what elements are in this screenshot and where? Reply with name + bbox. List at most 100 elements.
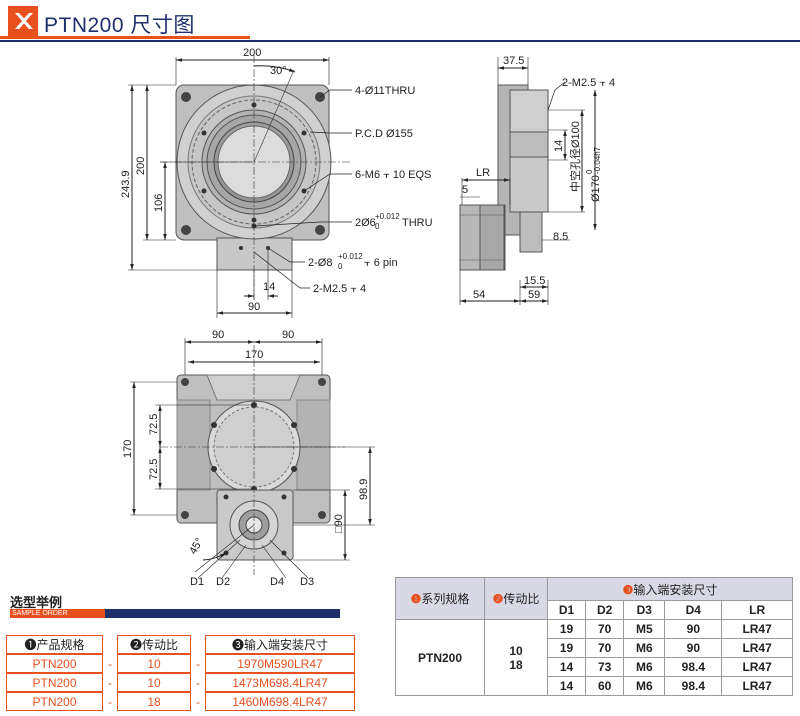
example-cell: 1460M698.4LR47	[205, 692, 355, 711]
dim-d170-tol-upper: 0	[585, 169, 594, 174]
spec-subheader: D4	[664, 600, 723, 620]
example-table: ❶产品规格 ❷传动比 ❸输入端安装尺寸 PTN200 - 10 - 1970M5…	[6, 635, 355, 711]
callout-2-d6-thru: 2Ø6	[355, 217, 376, 229]
dim-14-side: 14	[553, 140, 565, 152]
dim-37-5: 37.5	[503, 55, 524, 67]
dim-90-left: 90	[212, 329, 224, 341]
spec-cell: M6	[623, 638, 666, 658]
spec-subheader: D1	[546, 600, 587, 620]
spec-subheader: D2	[585, 600, 625, 620]
callout-2-d8-suffix: ⫟ 6 pin	[364, 257, 398, 269]
example-separator: -	[196, 675, 200, 690]
example-row: PTN200 - 18 - 1460M698.4LR47	[6, 692, 355, 711]
dim-200-top: 200	[243, 47, 261, 59]
label-lr: LR	[476, 167, 490, 179]
spec-model: PTN200	[395, 619, 485, 696]
dim-14-top: 14	[263, 281, 275, 293]
dim-59: 59	[528, 289, 540, 301]
spec-cell: 90	[664, 638, 723, 658]
dim-sq90: □90	[333, 514, 345, 533]
dim-15-5: 15.5	[524, 275, 545, 287]
example-separator: -	[196, 694, 200, 709]
callout-2-d8-tol-upper: +0.012	[338, 252, 363, 261]
spec-cell: 70	[585, 638, 625, 658]
example-title: 选型举例	[10, 595, 63, 610]
spec-cell: 14	[546, 676, 587, 696]
callout-2-m2-5: 2-M2.5 ⫟ 4	[313, 283, 366, 295]
page-header: PTN200 尺寸图	[0, 0, 800, 44]
brand-logo-icon	[8, 6, 38, 36]
example-header-input: ❸输入端安装尺寸	[205, 635, 355, 654]
callout-pcd-155: P.C.D Ø155	[355, 128, 413, 140]
spec-cell: LR47	[721, 619, 793, 639]
example-cell: 10	[117, 654, 191, 673]
spec-cell: LR47	[721, 638, 793, 658]
label-d1: D1	[190, 576, 204, 588]
spec-subheader: D3	[623, 600, 666, 620]
callout-6-m6: 6-M6 ⫟ 10 EQS	[355, 169, 431, 181]
callout-2-d6-tol-upper: +0.012	[375, 212, 400, 221]
example-row: PTN200 - 10 - 1970M590LR47	[6, 654, 355, 673]
bottom-view	[130, 338, 375, 579]
spec-cell: M6	[623, 676, 666, 696]
example-separator: -	[108, 694, 112, 709]
example-subtitle: SAMPLE ORDER	[10, 609, 105, 618]
spec-table: ❶系列规格 ❷传动比 ❸输入端安装尺寸 D1 D2 D3 D4 LR PTN20…	[395, 577, 793, 696]
dim-170-top: 170	[245, 349, 263, 361]
example-row: PTN200 - 10 - 1473M698.4LR47	[6, 673, 355, 692]
spec-cell: 19	[546, 619, 587, 639]
label-d2: D2	[216, 576, 230, 588]
spec-cell: 73	[585, 657, 625, 677]
spec-cell: 98.4	[664, 676, 723, 696]
dim-106: 106	[153, 194, 165, 212]
example-separator: -	[108, 656, 112, 671]
spec-ratio-a: 10	[509, 643, 523, 658]
spec-cell: 98.4	[664, 657, 723, 677]
spec-cell: 19	[546, 638, 587, 658]
angle-45: 45°	[187, 536, 206, 556]
dim-54: 54	[473, 289, 485, 301]
spec-cell: LR47	[721, 657, 793, 677]
dim-170-left: 170	[122, 440, 134, 458]
title-rule	[0, 40, 800, 42]
spec-cell: M5	[623, 619, 666, 639]
spec-row: 19 70 M6 90 LR47	[396, 638, 793, 658]
example-cell: 10	[117, 673, 191, 692]
dim-98-9: 98.9	[358, 479, 370, 500]
callout-2-d8: 2-Ø8	[308, 257, 332, 269]
spec-cell: M6	[623, 657, 666, 677]
spec-cell: 90	[664, 619, 723, 639]
dim-90-right: 90	[282, 329, 294, 341]
label-d3: D3	[300, 576, 314, 588]
spec-row: 14 60 M6 98.4 LR47	[396, 676, 793, 696]
spec-subheader: LR	[721, 600, 793, 620]
spec-header-row: ❶系列规格 ❷传动比 ❸输入端安装尺寸	[395, 577, 793, 620]
spec-cell: 60	[585, 676, 625, 696]
callout-4-d11-thru: 4-Ø11THRU	[355, 85, 415, 97]
dim-243-9: 243.9	[120, 170, 132, 198]
top-view	[128, 55, 352, 318]
example-header-ratio: ❷传动比	[117, 635, 191, 654]
example-separator: -	[108, 675, 112, 690]
spec-subheader-row: D1 D2 D3 D4 LR	[396, 600, 793, 620]
spec-header-ratio: ❷传动比	[484, 577, 548, 620]
example-cell: PTN200	[6, 692, 103, 711]
example-cell: PTN200	[6, 673, 103, 692]
example-cell: 1970M590LR47	[205, 654, 355, 673]
dim-d170-tol-lower: -0.04h7	[593, 146, 602, 174]
spec-cell: LR47	[721, 676, 793, 696]
dim-72-5-bottom: 72.5	[148, 459, 160, 480]
example-cell: 18	[117, 692, 191, 711]
spec-cell: 14	[546, 657, 587, 677]
dim-angle-30: 30°	[270, 65, 287, 77]
label-d4: D4	[270, 576, 284, 588]
example-separator: -	[196, 656, 200, 671]
spec-header-input: ❸输入端安装尺寸	[547, 577, 793, 601]
spec-cell: 70	[585, 619, 625, 639]
dim-8-5: 8.5	[553, 231, 568, 243]
page-title: PTN200 尺寸图	[44, 14, 195, 37]
callout-2-d6-tol-lower: 0	[375, 222, 380, 231]
callout-2-d8-tol-lower: 0	[338, 262, 343, 271]
dimension-drawing: 200 30° 243.9 200 106 14 90 4-Ø11THRU P.…	[120, 47, 615, 588]
spec-ratio: 10 18	[484, 619, 548, 696]
